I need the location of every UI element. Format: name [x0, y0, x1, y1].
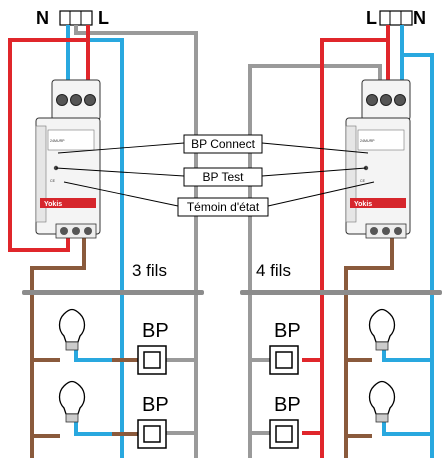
- din-rail-left: [22, 290, 204, 295]
- module-marking: CE: [50, 179, 56, 183]
- pushbutton-label: BP: [274, 394, 301, 416]
- left-terminal-n-label: N: [36, 8, 49, 28]
- pushbutton-icon: [269, 419, 299, 449]
- callout-temoin: Témoin d'état: [187, 200, 260, 214]
- lamp-icon: [58, 308, 86, 351]
- return-wire: [344, 238, 394, 458]
- connector-wire: [74, 25, 198, 458]
- right-circuit: L N 24MU: [248, 8, 434, 458]
- right-wire-count-label: 4 fils: [256, 261, 291, 280]
- phase-wire: [320, 25, 390, 458]
- lamp-icon: [58, 380, 86, 423]
- connector-wire: [248, 64, 382, 458]
- left-wire-count-label: 3 fils: [132, 261, 167, 280]
- module-brand: Yokis: [354, 201, 372, 208]
- pushbutton-label: BP: [142, 320, 169, 342]
- pushbutton-label: BP: [142, 394, 169, 416]
- callout-bp-test: BP Test: [203, 170, 245, 184]
- module-marking: 24MURP: [50, 139, 65, 143]
- lamp-icon: [368, 308, 396, 351]
- neutral-wire: [66, 25, 124, 458]
- pushbutton-icon: [269, 345, 299, 375]
- left-terminal-l-label: L: [98, 8, 109, 28]
- left-circuit: N L: [8, 8, 198, 458]
- right-terminal-l-label: L: [366, 8, 377, 28]
- neutral-wire: [400, 25, 434, 458]
- return-wire: [30, 232, 86, 458]
- neutral-wire: [74, 420, 122, 436]
- left-module: 24MURP CE Yokis: [35, 79, 101, 239]
- phase-wire: [8, 25, 90, 252]
- neutral-wire: [382, 420, 432, 436]
- neutral-wire: [382, 348, 432, 362]
- module-brand: Yokis: [44, 201, 62, 208]
- pushbutton-icon: [137, 419, 167, 449]
- terminal-block-icon: [379, 10, 413, 26]
- terminal-block-icon: [59, 10, 93, 26]
- callout-bp-connect: BP Connect: [191, 137, 255, 151]
- callouts: BP Connect BP Test Témoin d'état: [55, 134, 375, 217]
- din-rail-right: [240, 290, 442, 295]
- module-marking: CE: [360, 179, 366, 183]
- neutral-wire: [74, 348, 122, 362]
- module-marking: 24MURP: [360, 139, 375, 143]
- pushbutton-label: BP: [274, 320, 301, 342]
- right-terminal-n-label: N: [413, 8, 426, 28]
- lamp-icon: [368, 380, 396, 423]
- pushbutton-icon: [137, 345, 167, 375]
- right-module: 24MURP CE Yokis: [345, 79, 411, 239]
